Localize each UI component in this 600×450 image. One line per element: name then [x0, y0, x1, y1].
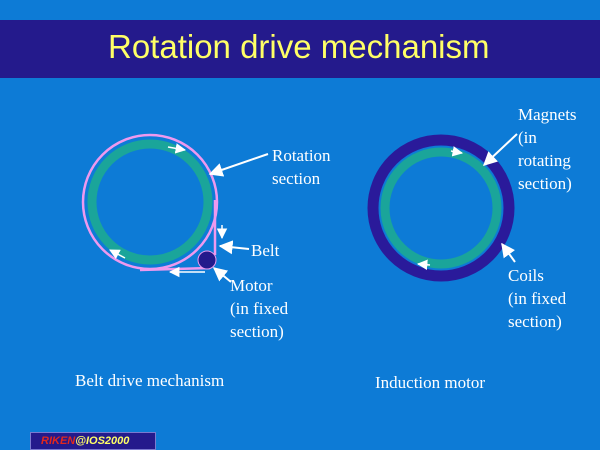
induction-arrow-top: [450, 146, 464, 157]
slide-title: Rotation drive mechanism: [108, 28, 490, 65]
coils-pointer: [501, 242, 516, 263]
induction-arrow-bottom: [416, 259, 431, 271]
rotation-section-label: Rotation section: [272, 146, 331, 188]
rotation-arrow-top: [167, 143, 187, 154]
belt-loop: [81, 133, 219, 271]
motor-label: Motor (in fixed section): [230, 276, 289, 341]
induction-motor-caption: Induction motor: [375, 373, 486, 392]
belt-label: Belt: [251, 241, 280, 260]
belt-drive-mechanism: [81, 133, 269, 283]
coils-ring: [380, 147, 502, 269]
magnets-ring: [367, 134, 515, 282]
footer-brand: RIKEN: [41, 435, 76, 447]
footer-logo-badge: RIKEN@IOS2000: [30, 432, 156, 450]
belt-drive-caption: Belt drive mechanism: [75, 371, 225, 390]
motor-pulley: [197, 250, 217, 270]
footer-text: @IOS2000: [75, 435, 130, 447]
magnets-pointer: [482, 133, 518, 166]
belt-pointer: [218, 240, 250, 255]
rotation-arrow-bottom: [109, 249, 126, 260]
coils-label: Coils (in fixed section): [508, 266, 567, 331]
induction-motor-diagram: [367, 133, 518, 282]
magnets-label: Magnets (in rotating section): [518, 105, 577, 193]
motor-pointer: [212, 267, 232, 283]
rotation-section-pointer: [208, 153, 269, 177]
rotation-section-ring: [87, 139, 213, 265]
title-bar: [0, 20, 600, 78]
